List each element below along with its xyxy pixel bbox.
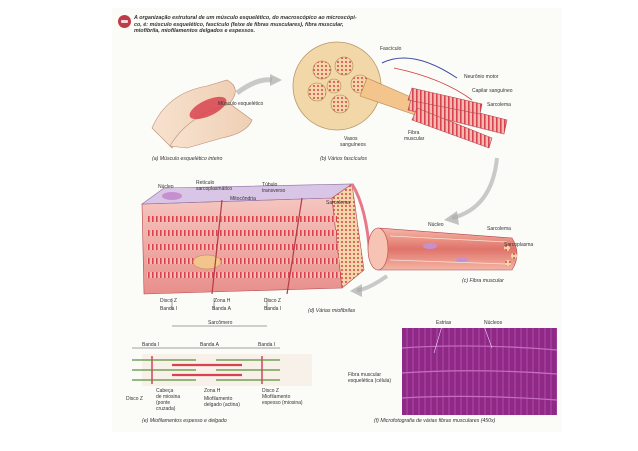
label-sanguineos: sanguíneos [340,142,366,148]
label-nucleo-c: Núcleo [428,222,444,228]
label-disco-z-1: Disco Z [160,298,177,304]
caption-f: (f) Microfotografia de várias fibras mus… [374,418,496,424]
figure-badge-icon [118,15,131,28]
photomicrograph [401,325,558,415]
label-neuronio-motor: Neurônio motor [464,74,499,80]
label-banda-a-d: Banda A [212,306,231,312]
label-disco-z-2: Disco Z [264,298,281,304]
label-banda-i-e2: Banda I [258,342,276,348]
label-cabeca-2: de miosina [156,394,181,400]
caption-b: (b) Vários fascículos [320,156,367,162]
arm-illustration [151,79,253,149]
label-sarcomero: Sarcômero [208,320,233,326]
label-tubulo-2: transverso [262,188,286,194]
label-fasciculo: Fascículo [380,46,402,52]
title-line-3: miofibrila, miofilamentos delgados e esp… [134,28,256,35]
myofilament-diagram [132,347,312,386]
label-sarcolema-c: Sarcolema [487,226,511,232]
title-line-1: A organização estrutural de um músculo e… [134,15,357,21]
label-espesso-2: espesso (miosina) [262,400,303,406]
label-fibra: Fibra [408,130,420,136]
label-reticulo-2: sarcoplasmático [196,186,233,192]
label-nucleo-d: Núcleo [158,184,174,190]
label-tubulo-1: Túbulo [262,182,278,188]
label-banda-a-e: Banda A [200,342,219,348]
label-sarcoplasma: Sarcoplasma [504,242,534,248]
caption-d: (d) Várias miofibrilas [308,308,356,314]
label-banda-i-d1: Banda I [160,306,178,312]
label-fibra-f-2: esquelética (célula) [348,378,392,384]
label-zona-h-e: Zona H [204,388,221,394]
label-disco-z-e-left: Disco Z [126,396,143,402]
muscle-fiber [367,227,518,271]
caption-a: (a) Músculo esquelético inteiro [152,156,223,162]
fascicle-bundle [292,41,508,149]
label-capilar: Capilar sanguíneo [472,88,513,94]
title-line-2: co, é: músculo esquelético, fascículo (f… [134,21,344,28]
label-reticulo-1: Retículo [196,180,215,186]
label-cabeca-3: (ponte [156,400,171,406]
label-zona-h: Zona H [214,298,231,304]
label-mitocondria: Mitocôndria [230,196,256,202]
textbook-page: A organização estrutural de um músculo e… [112,8,562,432]
label-delgado-1: Miofilamento [204,396,233,402]
label-disco-z-e-right: Disco Z [262,388,279,394]
label-musculo-esqueletico: Músculo esquelético [218,101,264,107]
sarcomere-brackets [171,298,268,327]
label-sarcolema-b: Sarcolema [487,102,511,108]
label-cabeca-4: cruzada) [156,406,176,412]
label-banda-i-e1: Banda I [142,342,160,348]
caption-e: (e) Miofilamentos espesso e delgado [142,418,227,424]
label-cabeca-1: Cabeça [156,388,174,394]
label-nucleos: Núcleos [484,320,503,326]
label-fibra-f-1: Fibra muscular [348,372,382,378]
label-delgado-2: delgado (actina) [204,402,240,408]
label-banda-i-d2: Banda I [264,306,282,312]
caption-c: (c) Fibra muscular [462,278,504,284]
label-estrias: Estrias [436,320,452,326]
label-espesso-1: Miofilamento [262,394,291,400]
figure-title: A organização estrutural de um músculo e… [134,15,434,35]
myofibril-block [141,183,372,295]
label-vasos: Vasos [344,136,358,142]
label-muscular: muscular [404,136,425,142]
label-sarcolema-d: Sarcolema [326,200,350,206]
anatomy-illustration [132,41,558,415]
